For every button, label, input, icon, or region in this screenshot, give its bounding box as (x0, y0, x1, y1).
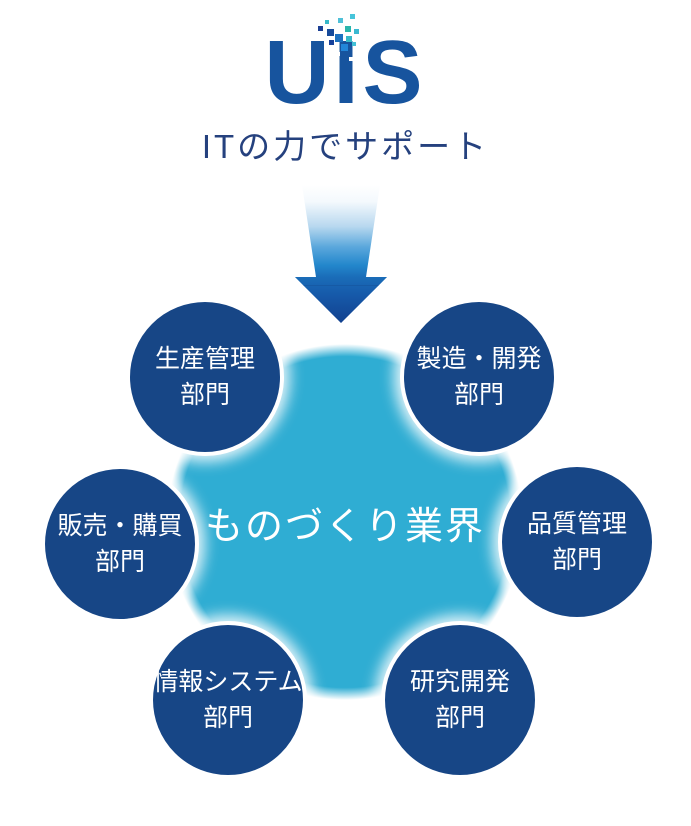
dept-label-line1: 情報システム (153, 667, 303, 696)
dept-label-line2: 部門 (551, 546, 602, 574)
pixel-sparkle-icon (0, 0, 691, 120)
logo-uis: UIS (264, 23, 427, 123)
dept-label-line2: 部門 (179, 381, 230, 409)
dept-label-line2: 部門 (202, 704, 253, 732)
dept-label-line2: 部門 (434, 704, 485, 732)
dept-circle-manufacturing-dev: 製造・開発 部門 (400, 298, 558, 456)
down-arrow-icon (294, 185, 388, 323)
dept-circle-production: 生産管理 部門 (126, 298, 284, 456)
dept-circle-rnd: 研究開発 部門 (381, 621, 539, 779)
tagline: ITの力でサポート (201, 128, 490, 165)
dept-label-line1: 研究開発 (409, 667, 510, 696)
arrow-seam (299, 285, 383, 286)
dept-circle-info-systems: 情報システム 部門 (149, 621, 307, 779)
dept-label-line1: 販売・購買 (57, 511, 183, 540)
dept-label-line1: 品質管理 (526, 509, 627, 538)
dept-circle-sales-purchasing: 販売・購買 部門 (41, 465, 199, 623)
dept-label-line1: 製造・開発 (416, 344, 542, 373)
dept-label-line2: 部門 (453, 381, 504, 409)
dept-label-line2: 部門 (94, 548, 145, 576)
center-label: ものづくり業界 (204, 505, 485, 548)
dept-label-line1: 生産管理 (154, 344, 255, 373)
dept-circle-quality: 品質管理 部門 (498, 463, 656, 621)
